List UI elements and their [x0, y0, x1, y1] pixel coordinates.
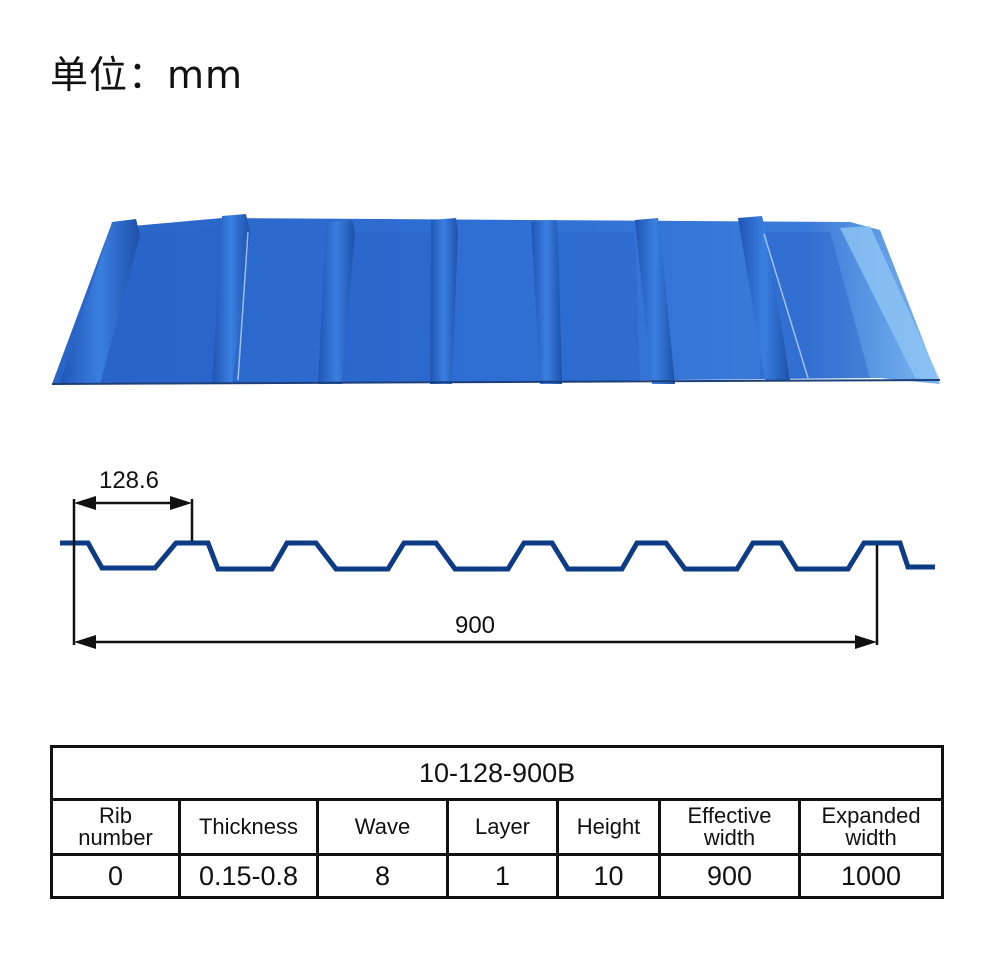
header-wave: Wave	[316, 798, 449, 856]
unit-label: 单位：mm	[50, 53, 244, 97]
sheet-body	[52, 218, 940, 384]
profile-drawing: 128.6 900	[60, 467, 935, 649]
header-height: Height	[556, 798, 661, 856]
value-rib-number: 0	[50, 853, 181, 899]
value-wave: 8	[316, 853, 449, 899]
product-photo	[51, 214, 941, 385]
pitch-label: 128.6	[99, 467, 159, 494]
title-row: 10-128-900B	[49, 745, 945, 801]
value-layer: 1	[446, 853, 559, 899]
width-label: 900	[455, 612, 495, 639]
value-row: 0 0.15-0.8 8 1 10 900 1000	[50, 853, 945, 899]
value-thickness: 0.15-0.8	[178, 853, 319, 899]
model-title: 10-128-900B	[49, 745, 945, 801]
header-thickness: Thickness	[178, 798, 319, 856]
width-dimension	[74, 545, 879, 649]
pitch-dimension	[72, 496, 194, 645]
value-expanded-width: 1000	[797, 853, 945, 899]
profile-line	[60, 540, 935, 572]
ribs	[60, 214, 790, 384]
value-effective-width: 900	[658, 853, 801, 899]
value-height: 10	[556, 853, 661, 899]
header-layer: Layer	[446, 798, 559, 856]
